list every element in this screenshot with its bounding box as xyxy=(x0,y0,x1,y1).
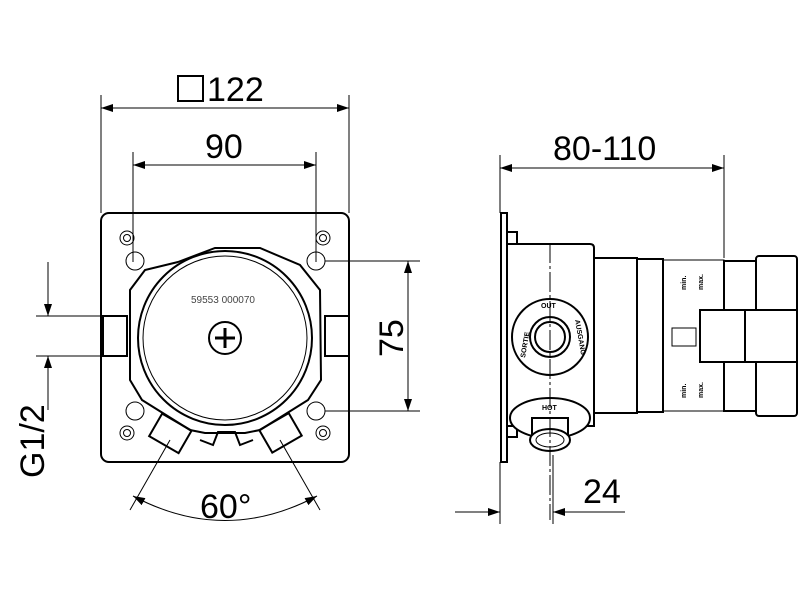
dimension-angle: 60° xyxy=(129,439,321,526)
square-symbol-icon xyxy=(177,75,204,102)
dim-thread-label: G1/2 xyxy=(14,404,52,478)
label-min-top: min. xyxy=(681,276,688,290)
dim-offset-label: 24 xyxy=(583,473,621,511)
label-min-bottom: min. xyxy=(681,384,688,398)
valve-body-outline xyxy=(129,247,323,434)
dimension-vertical: 75 xyxy=(325,260,420,412)
dim-depth-label: 80-110 xyxy=(553,130,656,168)
port-right xyxy=(324,315,350,357)
valve-cover xyxy=(137,250,313,426)
label-hot: HOT xyxy=(542,405,558,412)
port-bottom-right xyxy=(257,411,304,454)
dim-angle-label: 60° xyxy=(200,488,251,526)
dimension-thread: G1/2 xyxy=(14,262,103,478)
dimension-hole-spacing: 90 xyxy=(132,128,317,262)
dim-vertical-label: 75 xyxy=(373,319,411,357)
dimension-width: 122 xyxy=(100,71,350,213)
port-bottom-left xyxy=(147,412,193,455)
part-number: 59553 000070 xyxy=(191,295,255,306)
label-out: OUT xyxy=(541,303,557,310)
dim-width-label: 122 xyxy=(207,71,264,109)
phillips-screw-icon xyxy=(208,321,242,355)
dimension-offset: 24 xyxy=(455,455,625,524)
label-max-top: max. xyxy=(698,274,705,290)
label-max-bottom: max. xyxy=(698,382,705,398)
port-left xyxy=(102,315,128,357)
dim-hole-spacing-label: 90 xyxy=(205,128,243,166)
side-view: 80-110 min. max. min. max. OUT SORTIE AU… xyxy=(455,130,798,524)
dimension-depth: 80-110 xyxy=(499,130,725,258)
front-view: 122 90 59553 000070 xyxy=(14,71,420,526)
screw-holes xyxy=(119,230,331,441)
label-sortie: SORTIE xyxy=(520,331,531,358)
